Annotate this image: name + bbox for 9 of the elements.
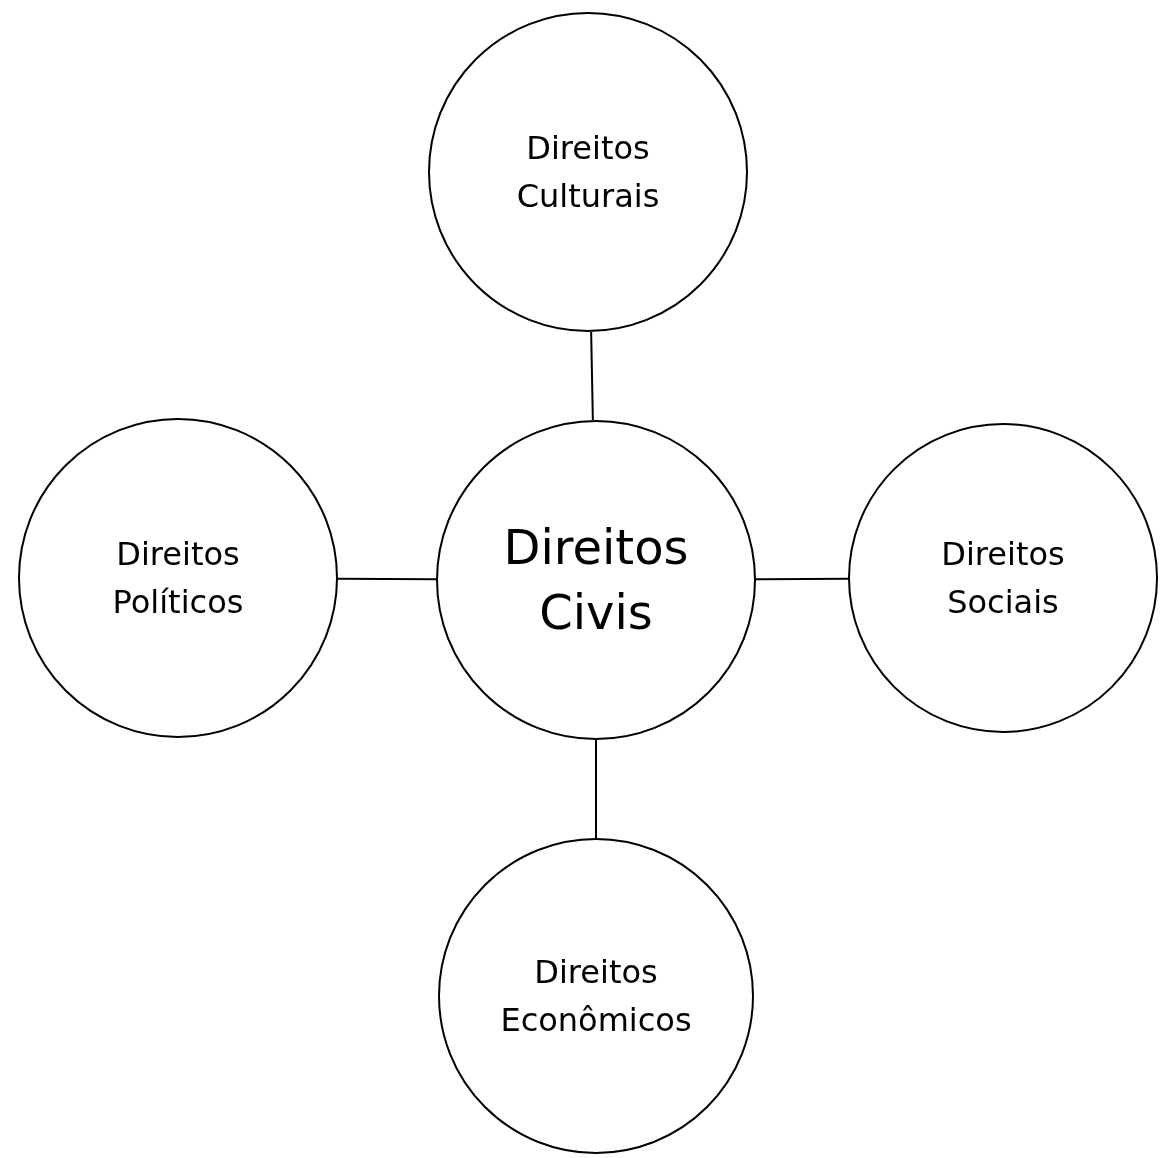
connector-line <box>590 330 594 422</box>
connector-line <box>337 577 437 581</box>
connector-line <box>755 577 849 581</box>
connector-line <box>595 739 597 839</box>
node-label: Direitos Econômicos <box>499 952 693 1041</box>
node-label: Direitos Políticos <box>111 534 245 623</box>
node-label: Direitos Sociais <box>940 534 1066 623</box>
node-label: Direitos Culturais <box>515 128 661 217</box>
node-label: Direitos Civis <box>502 518 690 642</box>
